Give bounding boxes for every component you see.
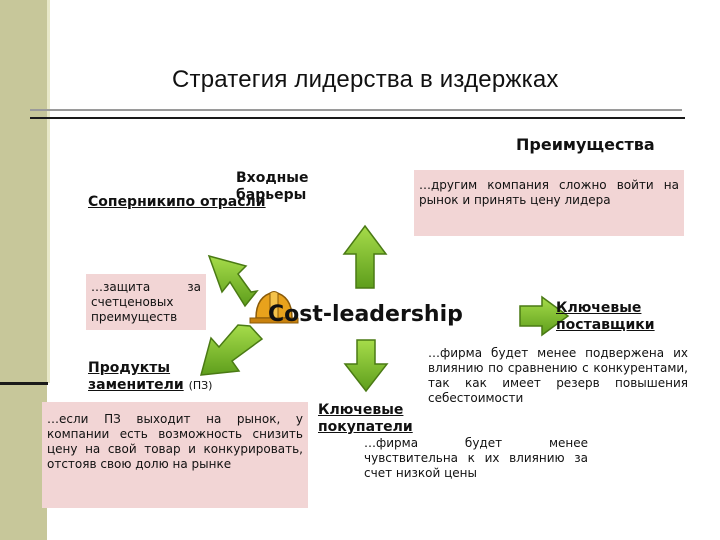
arrow-down-buyers bbox=[343, 339, 389, 393]
box-substitutes: …если ПЗ выходит на рынок, у компании ес… bbox=[42, 402, 308, 508]
text-buyers: …фирма будет менее чувствительна к их вл… bbox=[364, 436, 588, 481]
slide-title: Стратегия лидерства в издержках bbox=[172, 66, 559, 93]
node-substitutes-abbr: (ПЗ) bbox=[188, 379, 213, 392]
arrow-upleft-rivals bbox=[207, 254, 259, 308]
sidebar-foot-line bbox=[0, 382, 48, 385]
arrow-downleft-substitutes bbox=[199, 324, 264, 376]
node-substitutes-label: Продукты заменители bbox=[88, 360, 184, 393]
arrow-right-suppliers bbox=[519, 295, 570, 337]
title-rule-gray bbox=[30, 109, 682, 111]
hard-hat-icon bbox=[249, 291, 299, 324]
arrow-up-entry bbox=[342, 224, 388, 289]
box-entry: …другим компания сложно войти на рынок и… bbox=[414, 170, 684, 236]
sidebar-highlight bbox=[47, 0, 50, 383]
text-suppliers: …фирма будет менее подвержена их влиянию… bbox=[428, 346, 688, 406]
node-entry-barriers: Входные барьеры bbox=[236, 170, 309, 203]
box-rivals: …защита за счетценовых преимуществ bbox=[86, 274, 206, 330]
title-rule-black bbox=[30, 117, 685, 119]
center-cost-leadership: Cost-leadership bbox=[268, 302, 463, 327]
advantages-label: Преимущества bbox=[516, 135, 655, 154]
sidebar-strip bbox=[0, 0, 47, 540]
node-key-buyers: Ключевые покупатели bbox=[318, 402, 413, 435]
node-rivals: Соперникипо отрасли bbox=[88, 194, 266, 210]
node-key-suppliers: Ключевые поставщики bbox=[556, 300, 655, 333]
node-substitutes: Продукты заменители (ПЗ) bbox=[88, 360, 238, 394]
